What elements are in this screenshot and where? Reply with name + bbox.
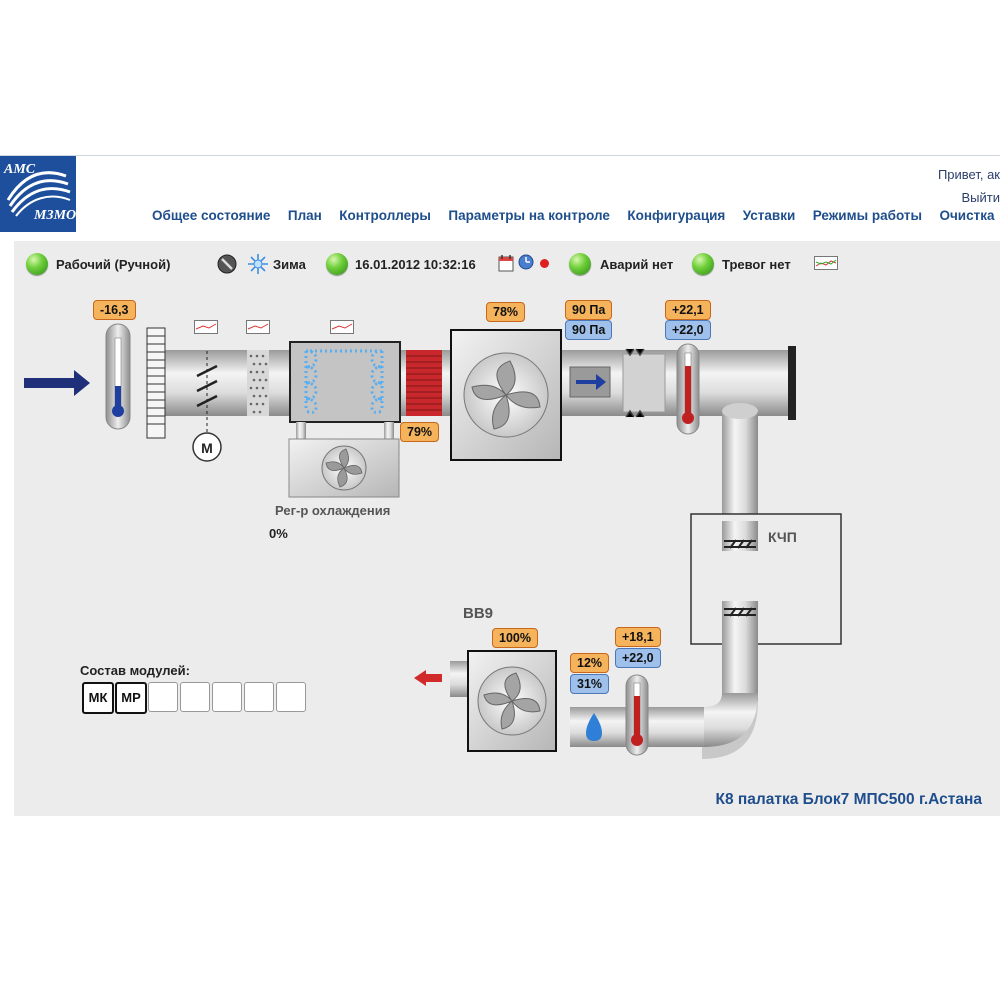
nav-operating-modes[interactable]: Режимы работы [812,208,923,223]
nav-monitored-params[interactable]: Параметры на контроле [448,208,610,223]
inlet-arrow-icon [24,370,90,396]
outside-temp-badge[interactable]: -16,3 [93,300,136,320]
modules-label: Состав модулей: [80,663,190,678]
humidity-badge-2[interactable]: 31% [570,674,610,694]
mode-status-text: Рабочий (Ручной) [56,257,171,272]
return-temp-badge[interactable]: +18,1 [615,627,661,647]
module-box-mr[interactable]: МР [115,682,147,714]
bv9-label: ВВ9 [463,605,494,622]
cooling-value: 0% [269,526,288,541]
supply-fan-badge[interactable]: 78% [486,302,526,322]
module-box-empty[interactable] [244,682,274,712]
hvac-schematic [24,323,842,759]
alarms-status-indicator [569,253,591,275]
recording-dot [540,259,549,268]
user-greeting: Привет, ак [937,167,1000,182]
water-drop-icon [586,713,602,741]
clock-icon[interactable] [518,254,534,270]
pressure-badge-2[interactable]: 90 Па [565,320,613,340]
alarms-text: Аварий нет [600,257,674,272]
pressure-badge-1[interactable]: 90 Па [565,300,613,320]
logo-text-bottom: МЗМО [34,208,76,223]
clock-status-indicator [326,253,348,275]
heater-badge[interactable]: 79% [400,422,440,442]
unit-title: К8 палатка Блок7 МПС500 г.Астана [715,791,982,808]
flow-arrow-icon [576,374,606,390]
module-box-empty[interactable] [212,682,242,712]
nav-overview[interactable]: Общее состояние [152,208,271,223]
module-box-empty[interactable] [180,682,210,712]
manual-mode-icon[interactable] [216,253,238,275]
company-logo[interactable]: АМС МЗМО [0,156,76,232]
cooling-regulator-label: Рег-р охлаждения [275,503,391,518]
electric-heater[interactable] [406,350,442,416]
mode-status-indicator [26,253,48,275]
heater-trend-chart-icon[interactable] [330,320,354,334]
nav-plan[interactable]: План [287,208,322,223]
nav-cleanup[interactable]: Очистка [939,208,995,223]
exhaust-outlet [450,661,470,697]
logout-link[interactable]: Выйти [961,190,1000,205]
logo-swoosh-icon [6,171,71,217]
nav-configuration[interactable]: Конфигурация [627,208,726,223]
datetime-text: 16.01.2012 10:32:16 [355,257,476,272]
season-text: Зима [273,257,306,272]
main-nav: Общее состояние План Контроллеры Парамет… [152,207,1000,225]
filter-trend-chart-icon[interactable] [246,320,270,334]
nav-setpoints[interactable]: Уставки [742,208,796,223]
damper-motor[interactable] [192,432,222,462]
trend-chart-icon[interactable] [814,256,838,270]
module-box-mk[interactable]: МК [82,682,114,714]
nav-controllers[interactable]: Контроллеры [339,208,431,223]
supply-duct-end [788,346,796,420]
module-box-empty[interactable] [148,682,178,712]
humidity-badge-1[interactable]: 12% [570,653,610,673]
exhaust-fan-badge[interactable]: 100% [492,628,538,648]
kchp-label: КЧП [768,529,797,545]
module-box-empty[interactable] [276,682,306,712]
warnings-text: Тревог нет [722,257,791,272]
kchp-unit [690,513,842,645]
supply-setpoint-badge[interactable]: +22,0 [665,320,711,340]
logo-text-top: АМС [4,162,36,177]
motor-icon: M [201,440,213,456]
header-divider [0,155,1000,156]
snowflake-icon [248,254,268,274]
return-setpoint-badge[interactable]: +22,0 [615,648,661,668]
supply-temp-badge[interactable]: +22,1 [665,300,711,320]
scada-panel: Рабочий (Ручной) Зима 16.01.2012 10:32:1… [14,241,1000,816]
warnings-status-indicator [692,253,714,275]
damper-trend-chart-icon[interactable] [194,320,218,334]
calendar-icon[interactable] [498,254,514,272]
exhaust-arrow-icon [414,670,442,686]
